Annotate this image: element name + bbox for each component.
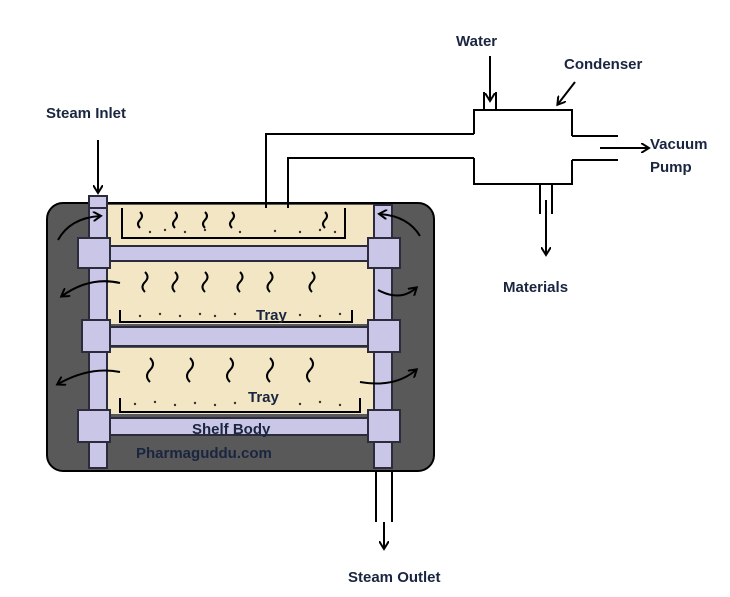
tray-label-upper: Tray <box>256 307 288 324</box>
watermark-label: Pharmaguddu.com <box>136 445 272 462</box>
condenser-label: Condenser <box>564 56 643 73</box>
shelf-2 <box>104 326 376 347</box>
materials-pipe <box>539 184 553 214</box>
material-particles <box>133 228 342 407</box>
connector-block <box>77 237 111 269</box>
condenser-body <box>473 109 573 185</box>
shelf-body-label: Shelf Body <box>192 421 271 438</box>
connector-block <box>367 319 401 353</box>
circulation-arrows <box>58 214 421 384</box>
tray-bracket <box>121 208 346 239</box>
steam-outlet-label: Steam Outlet <box>348 569 441 586</box>
pump-label: Pump <box>650 159 692 176</box>
connector-block <box>367 237 401 269</box>
condenser-pointer <box>558 81 576 104</box>
vapour-pipe <box>265 133 474 208</box>
compartment-bottom <box>108 348 373 414</box>
connector-block <box>367 409 401 443</box>
tray-label-lower: Tray <box>248 389 280 406</box>
vacuum-pipe <box>572 135 618 161</box>
vacuum-label: Vacuum <box>650 136 708 153</box>
steam-outlet-pipe <box>375 470 393 522</box>
tray-bracket <box>119 310 353 323</box>
shelf-1 <box>104 245 376 262</box>
vapour-squiggles <box>137 211 328 383</box>
materials-label: Materials <box>503 279 568 296</box>
steam-inlet-pipe <box>88 195 108 209</box>
water-label: Water <box>456 33 497 50</box>
tray-bracket <box>119 398 361 413</box>
compartment-middle <box>108 262 373 324</box>
steam-inlet-label: Steam Inlet <box>46 105 126 122</box>
connector-block <box>81 319 111 353</box>
connector-block <box>77 409 111 443</box>
water-pipe <box>483 92 497 110</box>
